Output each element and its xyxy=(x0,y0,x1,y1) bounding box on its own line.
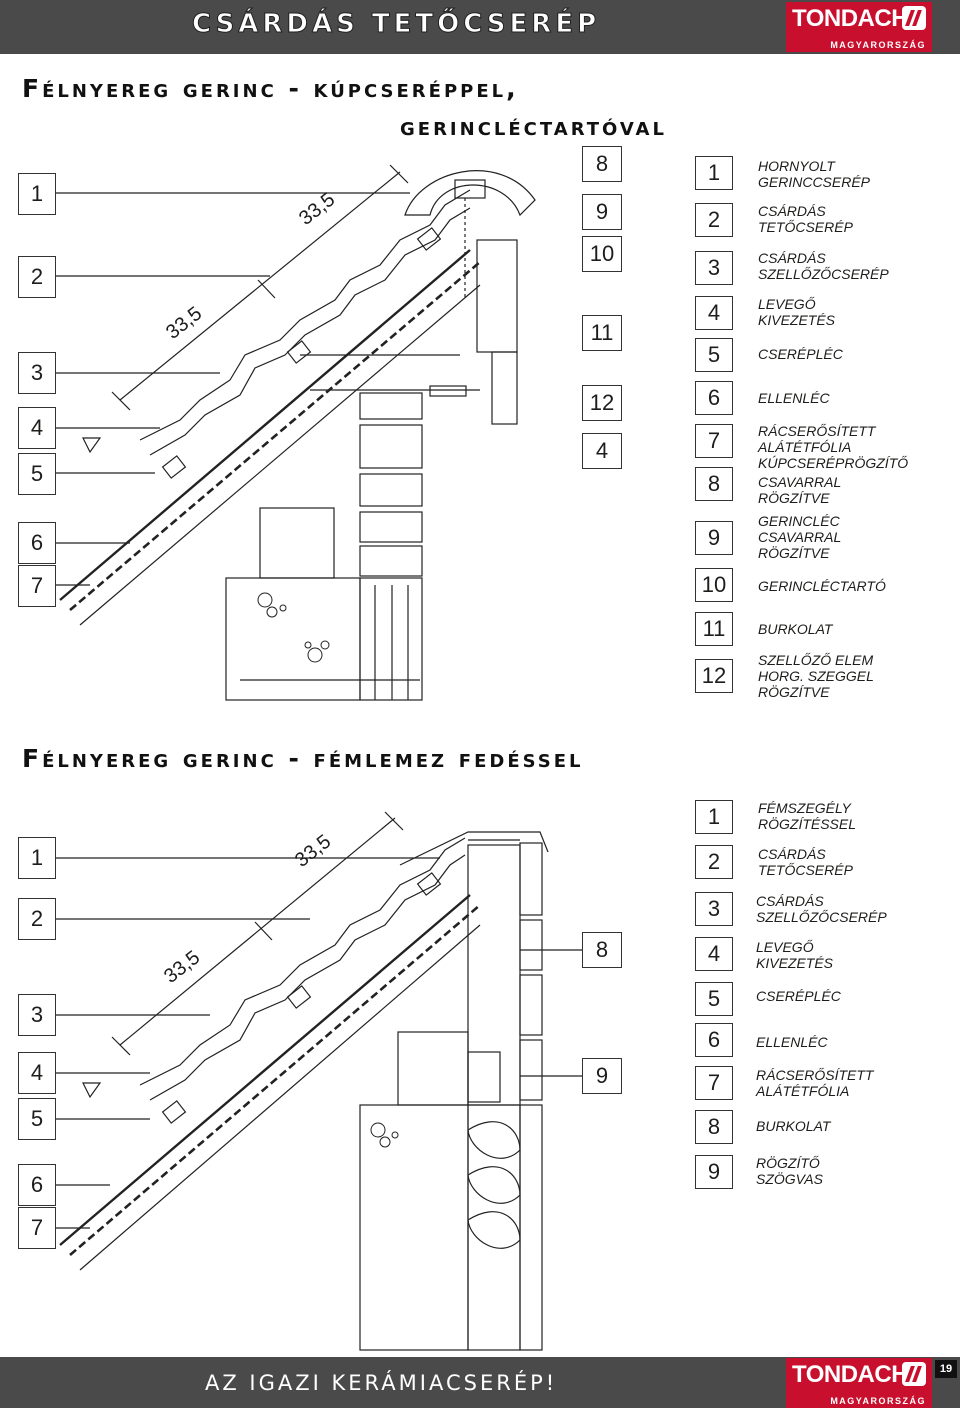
s2-legend-text: CSÁRDÁS SZELLŐZŐCSERÉP xyxy=(756,893,887,925)
s1-legend-num: 6 xyxy=(695,381,733,415)
s2-legend-num: 8 xyxy=(695,1110,733,1144)
s2-legend-text: CSÁRDÁS TETŐCSERÉP xyxy=(758,846,853,878)
s1-legend-text: CSÁRDÁS SZELLŐZŐCSERÉP xyxy=(758,250,889,282)
s1-legend-num: 9 xyxy=(695,521,733,555)
s1-legend-num: 4 xyxy=(695,296,733,330)
section2-title: Félnyereg gerinc - fémlemez fedéssel xyxy=(22,744,584,773)
header-title: CSÁRDÁS TETŐCSERÉP xyxy=(191,9,601,40)
s1-legend-text: CSAVARRAL RÖGZÍTVE xyxy=(758,474,842,506)
s1-mid-num-9: 9 xyxy=(582,194,622,230)
s1-legend-num: 11 xyxy=(695,612,733,646)
s2-mid-num-8: 8 xyxy=(582,932,622,968)
footer-slogan: AZ IGAZI KERÁMIACSERÉP! xyxy=(205,1371,558,1395)
s1-left-num-5: 5 xyxy=(18,453,56,495)
s2-left-num-4: 4 xyxy=(18,1052,56,1094)
s2-legend-num: 7 xyxy=(695,1066,733,1100)
s1-legend-text: CSERÉPLÉC xyxy=(758,346,843,362)
logo-country: MAGYARORSZÁG xyxy=(830,1396,926,1406)
s1-left-num-3: 3 xyxy=(18,352,56,394)
s1-legend-num: 1 xyxy=(695,156,733,190)
s2-left-num-3: 3 xyxy=(18,994,56,1036)
s2-legend-num: 3 xyxy=(695,892,733,926)
s1-legend-text: GERINCLÉCTARTÓ xyxy=(758,578,886,594)
s2-legend-text: FÉMSZEGÉLY RÖGZÍTÉSSEL xyxy=(758,800,857,832)
s1-legend-num: 2 xyxy=(695,203,733,237)
s2-mid-num-9: 9 xyxy=(582,1058,622,1094)
s1-legend-text: BURKOLAT xyxy=(758,621,833,637)
logo-brand: TONDACH xyxy=(792,5,909,32)
s2-left-num-5: 5 xyxy=(18,1098,56,1140)
s1-legend-num: 8 xyxy=(695,467,733,501)
s2-legend-text: LEVEGŐ KIVEZETÉS xyxy=(756,939,834,971)
s1-legend-text: GERINCLÉC CSAVARRAL RÖGZÍTVE xyxy=(758,513,842,561)
s1-legend-text: HORNYOLT GERINCCSERÉP xyxy=(758,158,871,190)
s1-mid-num-12: 12 xyxy=(582,385,622,421)
s2-legend-num: 5 xyxy=(695,982,733,1016)
s2-legend-num: 6 xyxy=(695,1023,733,1057)
s2-left-num-7: 7 xyxy=(18,1207,56,1249)
logo-country: MAGYARORSZÁG xyxy=(830,40,926,50)
s1-left-num-1: 1 xyxy=(18,173,56,215)
s1-legend-num: 7 xyxy=(695,424,733,458)
s1-legend-text: LEVEGŐ KIVEZETÉS xyxy=(758,296,836,328)
s1-left-num-2: 2 xyxy=(18,256,56,298)
s2-legend-num: 1 xyxy=(695,800,733,834)
s2-legend-num: 9 xyxy=(695,1155,733,1189)
section1-title-line1: Félnyereg gerinc - kúpcseréppel, xyxy=(22,74,519,103)
s1-dim-upper: 33,5 xyxy=(295,188,340,230)
s1-legend-num: 10 xyxy=(695,568,733,602)
s1-legend-num: 3 xyxy=(695,251,733,285)
page-number: 19 xyxy=(935,1360,957,1378)
s1-legend-num: 12 xyxy=(695,659,733,693)
s1-dim-lower: 33,5 xyxy=(162,302,207,344)
s1-left-num-7: 7 xyxy=(18,565,56,607)
s2-legend-text: BURKOLAT xyxy=(756,1118,831,1134)
s2-left-num-1: 1 xyxy=(18,837,56,879)
s2-legend-text: ELLENLÉC xyxy=(756,1034,828,1050)
s1-legend-text: CSÁRDÁS TETŐCSERÉP xyxy=(758,203,853,235)
s2-left-num-2: 2 xyxy=(18,898,56,940)
s1-mid-num-10: 10 xyxy=(582,236,622,272)
footer-logo: TONDACH MAGYARORSZÁG xyxy=(786,1358,932,1408)
s1-mid-num-8: 8 xyxy=(582,146,622,182)
section1-title-line2: gerincléctartóval xyxy=(400,112,667,141)
s2-legend-text: RÖGZÍTŐ SZÖGVAS xyxy=(756,1155,823,1187)
s1-legend-text: RÁCSERŐSÍTETT ALÁTÉTFÓLIA KÚPCSERÉPRÖGZÍ… xyxy=(758,423,909,471)
s1-mid-num-11: 11 xyxy=(582,315,622,351)
s2-dim-upper: 33,5 xyxy=(291,830,336,872)
s1-left-num-6: 6 xyxy=(18,522,56,564)
s2-left-num-6: 6 xyxy=(18,1164,56,1206)
s2-dim-lower: 33,5 xyxy=(160,946,205,988)
logo-mark-icon xyxy=(902,1362,926,1386)
s1-legend-num: 5 xyxy=(695,338,733,372)
s1-legend-text: ELLENLÉC xyxy=(758,390,830,406)
s1-left-num-4: 4 xyxy=(18,407,56,449)
logo-mark-icon xyxy=(902,6,926,30)
logo-brand: TONDACH xyxy=(792,1361,909,1388)
s2-legend-text: CSERÉPLÉC xyxy=(756,988,841,1004)
s1-mid-num-4: 4 xyxy=(582,433,622,469)
s2-legend-num: 2 xyxy=(695,845,733,879)
brand-logo: TONDACH MAGYARORSZÁG xyxy=(786,2,932,52)
s1-legend-text: SZELLŐZŐ ELEM HORG. SZEGGEL RÖGZÍTVE xyxy=(758,652,874,700)
s2-legend-text: RÁCSERŐSÍTETT ALÁTÉTFÓLIA xyxy=(756,1067,874,1099)
s2-legend-num: 4 xyxy=(695,937,733,971)
